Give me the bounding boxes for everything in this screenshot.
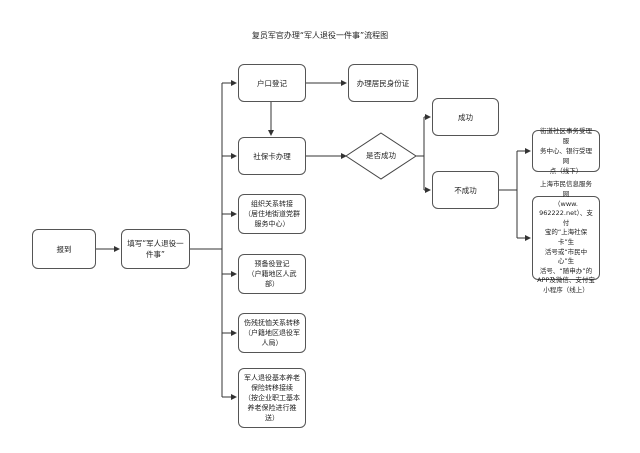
node-shangcan: 伤残抚恤关系转移 （户籍地区退役军 人局） xyxy=(238,313,306,353)
node-tianxie: 填写“军人退役一 件事” xyxy=(121,229,190,269)
node-chenggong: 成功 xyxy=(432,98,499,136)
node-buchenggong: 不成功 xyxy=(432,171,499,209)
node-hukou: 户口登记 xyxy=(238,64,306,102)
node-zuzhi: 组织关系转接 （居住地街道党群 服务中心） xyxy=(238,194,306,234)
node-jiedao: 街道社区事务受理服 务中心、银行受理网 点（线下） xyxy=(532,127,600,175)
node-baodao: 报到 xyxy=(32,229,96,269)
node-shebaoka: 社保卡办理 xyxy=(238,137,306,175)
diagram-title: 复员军官办理“军人退役一件事”流程图 xyxy=(251,31,389,40)
node-shimin: 上海市民信息服务网 （www. 962222.net）、支付 宝的“上海社保卡”… xyxy=(532,180,600,294)
decision-diamond xyxy=(345,132,417,180)
node-shenfenzheng: 办理居民身份证 xyxy=(348,64,418,102)
node-shifou-label: 是否成功 xyxy=(366,151,396,160)
node-yubeiyi: 预备役登记 （户籍地区人武 部） xyxy=(238,254,306,294)
node-yanglao: 军人退役基本养老 保险转移接续 （按企业职工基本 养老保险进行推 送） xyxy=(238,368,306,428)
